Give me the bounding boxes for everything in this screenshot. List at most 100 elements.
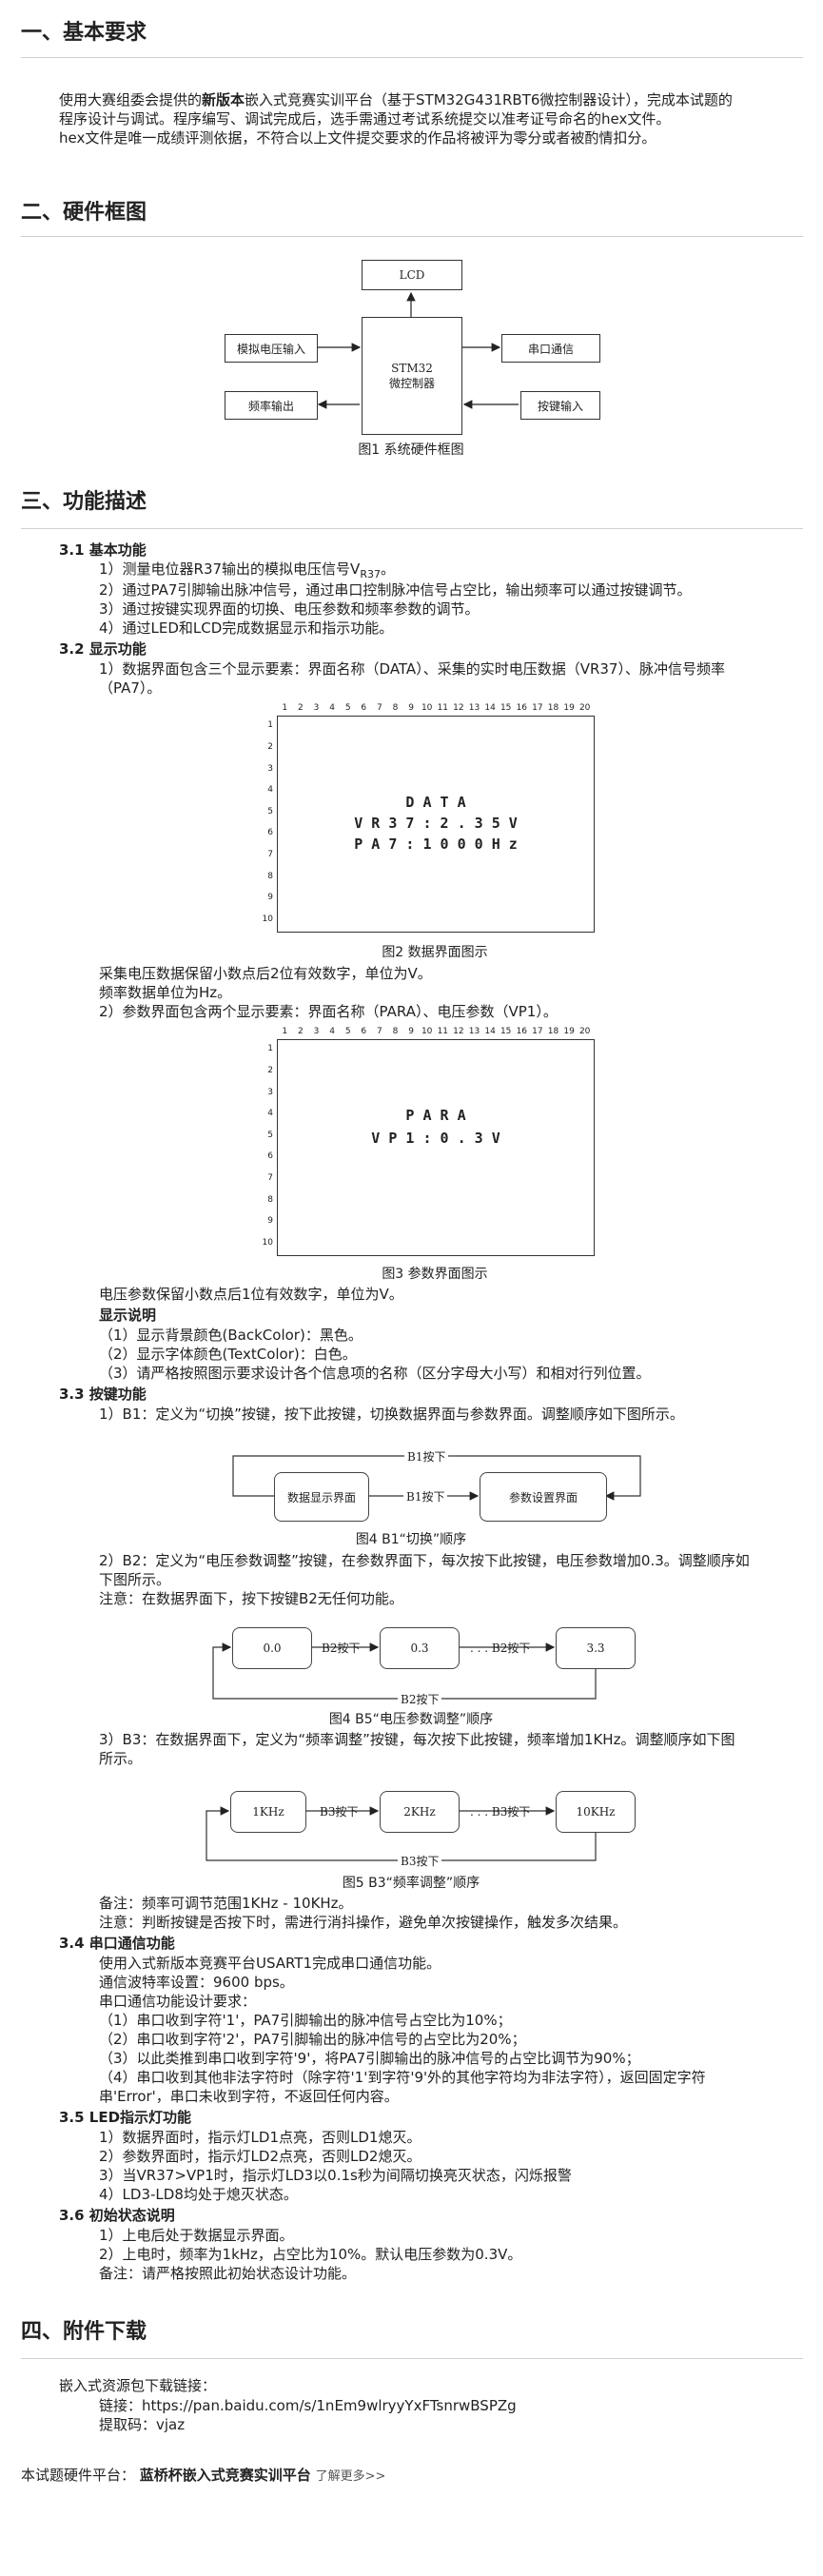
fig4b-node-3: 3.3 [556,1627,636,1669]
lcd-row-tick: 2 [267,741,273,752]
fig5-node-2: 2KHz [380,1791,460,1833]
lcd-data-screen: D A T A V R 3 7 : 2 . 3 5 V P A 7 : 1 0 … [277,716,595,933]
lcd-row-tick: 4 [267,785,273,796]
s36-line-3: 备注：请严格按照此初始状态设计功能。 [99,2265,357,2282]
fig4b-node-1: 0.0 [232,1627,312,1669]
lcd-line-title: D A T A [405,794,466,811]
lcd-column-tick: 10 [421,1027,433,1036]
lcd-column-tick: 19 [563,703,575,713]
figure4b-caption: 图4 B5“电压参数调整”顺序 [328,1712,494,1727]
learn-more-link[interactable]: 了解更多>> [315,2469,386,2484]
lcd-column-tick: 3 [313,703,320,713]
lcd-row-tick: 10 [262,1237,273,1248]
lcd-column-tick: 16 [516,1027,528,1036]
footer-platform: 本试题硬件平台： 蓝桥杯嵌入式竞赛实训平台 了解更多>> [21,2466,385,2487]
display-notes-title: 显示说明 [99,1307,157,1324]
lcd-column-tick: 4 [329,1027,335,1036]
s31-item-2: 2）通过PA7引脚输出脉冲信号，通过串口控制脉冲信号占空比，输出频率可以通过按键… [99,581,692,599]
figure2-caption: 图2 数据界面图示 [382,945,488,960]
s31-item-1: 1）测量电位器R37输出的模拟电压信号VR37。 [99,560,395,580]
display-note-2: （2）显示字体颜色(TextColor)：白色。 [99,1346,357,1363]
lcd-column-tick: 4 [329,703,335,713]
lcd-column-tick: 2 [298,703,304,713]
s35-line-4: 4）LD3-LD8均处于熄灭状态。 [99,2186,298,2203]
display-note-1: （1）显示背景颜色(BackColor)：黑色。 [99,1327,363,1344]
serial-block: 串口通信 [501,334,600,363]
s35-line-3: 3）当VR37>VP1时，指示灯LD3以0.1s秒为间隔切换亮灭状态，闪烁报警 [99,2167,572,2184]
lcd-column-tick: 20 [578,703,591,713]
s34-line-5: （2）串口收到字符'2'，PA7引脚输出的脉冲信号的占空比为20%； [99,2031,526,2048]
lcd-column-tick: 15 [500,1027,512,1036]
lcd-column-tick: 9 [408,703,414,713]
lcd-column-tick: 1 [282,1027,288,1036]
lcd-column-tick: 18 [547,703,559,713]
lcd-column-tick: 14 [484,703,496,713]
lcd-para-screen: P A R A V P 1 : 0 . 3 V [277,1039,595,1256]
fig4a-data-screen-node: 数据显示界面 [274,1472,369,1522]
s33-b2b: 下图所示。 [99,1571,171,1588]
section-title-download: 四、附件下载 [21,2320,147,2344]
lcd-line-frequency: P A 7 : 1 0 0 0 H z [354,836,518,853]
divider [21,57,803,58]
lcd-column-tick: 6 [361,1027,367,1036]
figure4a-caption: 图4 B1“切换”顺序 [355,1532,467,1547]
fig4a-top-label: B1按下 [404,1447,449,1466]
s34-line-1: 使用入式新版本竞赛平台USART1完成串口通信功能。 [99,1955,441,1972]
s32-title: 3.2 显示功能 [59,640,147,658]
lcd-row-tick: 3 [267,763,273,774]
divider [21,2358,803,2359]
fig5-node-1: 1KHz [230,1791,306,1833]
figure1-caption: 图1 系统硬件框图 [358,442,464,458]
s34-line-8: 串'Error'，串口未收到字符，不返回任何内容。 [99,2088,399,2105]
fig4b-node-2: 0.3 [380,1627,460,1669]
display-note-3: （3）请严格按照图示要求设计各个信息项的名称（区分字母大小写）和相对行列位置。 [99,1365,651,1382]
lcd-column-tick: 3 [313,1027,320,1036]
download-link[interactable]: 链接：https://pan.baidu.com/s/1nEm9wlryyYxF… [99,2397,517,2414]
s31-item-4: 4）通过LED和LCD完成数据显示和指示功能。 [99,619,394,637]
download-label: 嵌入式资源包下载链接： [59,2377,217,2394]
fig5-node-3: 10KHz [556,1791,636,1833]
lcd-column-tick: 9 [408,1027,414,1036]
lcd-column-tick: 11 [437,703,449,713]
lcd-row-tick: 6 [267,828,273,838]
section-title-basic: 一、基本要求 [21,21,147,45]
lcd-column-tick: 13 [468,1027,480,1036]
lcd-column-tick: 2 [298,1027,304,1036]
s33-note-2: 注意：判断按键是否按下时，需进行消抖操作，避免单次按键操作，触发多次结果。 [99,1914,628,1931]
lcd-row-tick: 6 [267,1151,273,1162]
platform-link[interactable]: 蓝桥杯嵌入式竞赛实训平台 [139,2467,311,2484]
lcd-column-tick: 13 [468,703,480,713]
divider [21,236,803,237]
lcd-column-tick: 20 [578,1027,591,1036]
s36-line-1: 1）上电后处于数据显示界面。 [99,2227,294,2244]
lcd-column-tick: 15 [500,703,512,713]
section-title-function: 三、功能描述 [21,490,147,514]
lcd-column-tick: 17 [532,703,543,713]
lcd-row-tick: 1 [267,720,273,731]
intro-line-1: 使用大赛组委会提供的新版本嵌入式竞赛实训平台（基于STM32G431RBT6微控… [59,91,733,108]
lcd-row-tick: 8 [267,871,273,881]
s35-line-2: 2）参数界面时，指示灯LD2点亮，否则LD2熄灭。 [99,2148,421,2165]
fig5-bottom-label: B3按下 [398,1852,442,1871]
lcd-column-tick: 7 [377,703,382,713]
fig5-arrow-label-1: B3按下 [320,1805,359,1819]
s33-b2-note: 注意：在数据界面下，按下按键B2无任何功能。 [99,1590,403,1607]
s33-b3a: 3）B3：在数据界面下，定义为“频率调整”按键，每次按下此按键，频率增加1KHz… [99,1731,735,1748]
intro-line-3: hex文件是唯一成绩评测依据，不符合以上文件提交要求的作品将被评为零分或者被酌情… [59,129,656,147]
s31-title: 3.1 基本功能 [59,541,147,559]
key-input-block: 按键输入 [520,391,600,420]
s33-b2a: 2）B2：定义为“电压参数调整”按键，在参数界面下，每次按下此按键，电压参数增加… [99,1552,750,1569]
s33-title: 3.3 按键功能 [59,1386,147,1403]
lcd-block: LCD [362,260,462,290]
fig5-arrow-label-2: . . . B3按下 [470,1805,531,1819]
s32-note-1: 采集电压数据保留小数点后2位有效数字，单位为V。 [99,965,432,982]
s32-note-2: 频率数据单位为Hz。 [99,984,232,1001]
fig4b-arrow-label-2: . . . B2按下 [470,1642,531,1655]
s36-line-2: 2）上电时，频率为1kHz，占空比为10%。默认电压参数为0.3V。 [99,2246,522,2263]
s34-title: 3.4 串口通信功能 [59,1935,175,1952]
lcd-column-tick: 18 [547,1027,559,1036]
s33-b1: 1）B1：定义为“切换”按键，按下此按键，切换数据界面与参数界面。调整顺序如下图… [99,1406,684,1423]
lcd-column-tick: 5 [344,1027,351,1036]
s34-line-2: 通信波特率设置：9600 bps。 [99,1974,294,1991]
